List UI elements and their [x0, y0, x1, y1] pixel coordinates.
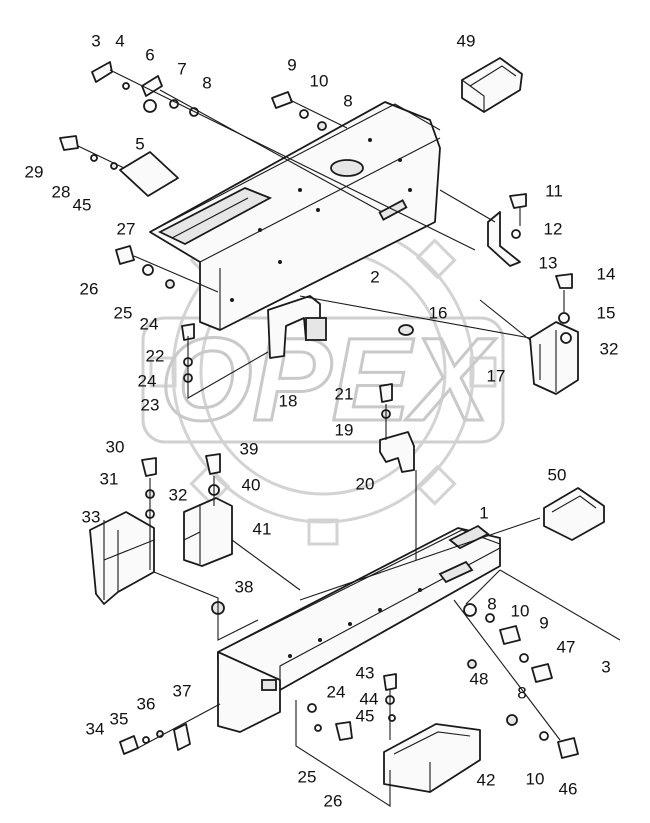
callout-50: 50	[548, 465, 567, 484]
bracket-37	[173, 723, 191, 751]
callout-46: 46	[559, 779, 578, 798]
callout-10: 10	[310, 71, 329, 90]
callout-49: 49	[457, 31, 476, 50]
callout-23: 23	[141, 395, 160, 414]
callout-19: 19	[335, 420, 354, 439]
watermark-text: OPEX	[160, 314, 496, 446]
bracket-18	[267, 295, 327, 359]
callout-3: 3	[91, 31, 100, 50]
callout-13: 13	[539, 253, 558, 272]
callout-22: 22	[146, 346, 165, 365]
callout-20: 20	[356, 474, 375, 493]
callout-5: 5	[135, 134, 144, 153]
callout-36: 36	[137, 694, 156, 713]
lower-frame	[217, 524, 501, 733]
callout-35: 35	[110, 709, 129, 728]
callout-4: 4	[115, 31, 124, 50]
callout-27: 27	[117, 219, 136, 238]
cover-plate-27	[119, 151, 179, 197]
callout-21: 21	[335, 384, 354, 403]
callout-32: 32	[600, 339, 619, 358]
callout-40: 40	[242, 475, 261, 494]
watermark: OPEX	[141, 198, 505, 546]
callout-14: 14	[597, 264, 616, 283]
callout-28: 28	[52, 182, 71, 201]
callout-47: 47	[557, 637, 576, 656]
callout-33: 33	[82, 507, 101, 526]
callout-43: 43	[356, 663, 375, 682]
callout-44: 44	[360, 689, 379, 708]
callout-26b: 26	[324, 791, 343, 810]
callout-26: 26	[80, 279, 99, 298]
callout-45b: 45	[356, 706, 375, 725]
bracket-13	[487, 211, 521, 267]
callout-10c: 10	[526, 769, 545, 788]
callout-9b: 9	[539, 613, 548, 632]
callout-9: 9	[287, 55, 296, 74]
upper-leaders	[77, 69, 565, 440]
callout-32b: 32	[169, 485, 188, 504]
callout-34: 34	[86, 719, 105, 738]
callout-31: 31	[100, 469, 119, 488]
bracket-33	[89, 511, 155, 605]
callout-11: 11	[545, 181, 563, 200]
callout-30: 30	[106, 437, 125, 456]
callout-18: 18	[279, 391, 298, 410]
step-49	[461, 57, 523, 113]
callout-8d: 8	[517, 683, 526, 702]
callout-17: 17	[487, 366, 506, 385]
callout-42: 42	[477, 770, 496, 789]
callout-8b: 8	[343, 91, 352, 110]
callout-6: 6	[145, 45, 154, 64]
callout-24c: 24	[327, 682, 346, 701]
bracket-20	[379, 431, 415, 473]
callout-10b: 10	[511, 601, 530, 620]
callout-2: 2	[370, 267, 379, 286]
nut-16	[398, 324, 414, 336]
callout-3b: 3	[601, 657, 610, 676]
tray-42	[383, 723, 481, 793]
callout-29: 29	[25, 162, 44, 181]
bracket-41	[183, 497, 233, 567]
callout-12: 12	[544, 219, 563, 238]
callout-24b: 24	[138, 371, 157, 390]
callout-45: 45	[73, 195, 92, 214]
callout-38: 38	[235, 577, 254, 596]
callout-16: 16	[429, 303, 448, 322]
step-50	[543, 487, 605, 541]
callout-15: 15	[597, 303, 616, 322]
bracket-17	[529, 321, 579, 395]
callout-37: 37	[173, 681, 192, 700]
callout-7: 7	[177, 59, 186, 78]
callout-48: 48	[470, 669, 489, 688]
lower-leaders	[137, 299, 621, 808]
callout-39: 39	[240, 439, 259, 458]
callout-41: 41	[253, 519, 272, 538]
callout-8: 8	[202, 73, 211, 92]
callout-25b: 25	[298, 767, 317, 786]
callout-1: 1	[479, 503, 488, 522]
callout-24: 24	[140, 314, 159, 333]
callout-25: 25	[114, 303, 133, 322]
callout-8c: 8	[487, 594, 496, 613]
